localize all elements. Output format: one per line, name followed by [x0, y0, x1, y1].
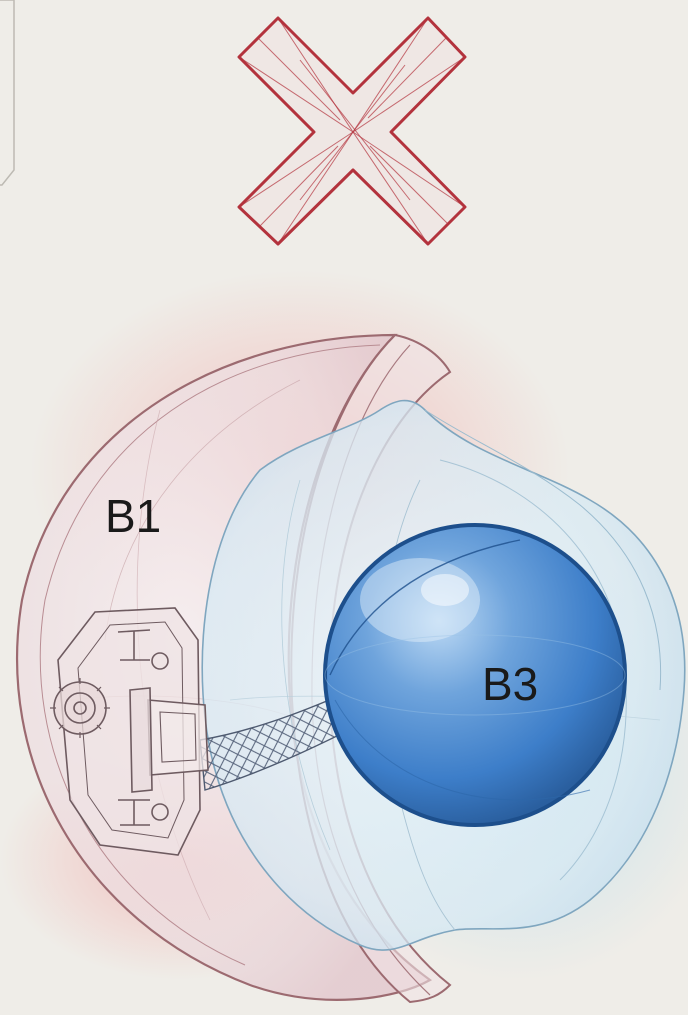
label-b1: B1 [105, 490, 161, 542]
label-b3: B3 [482, 658, 538, 710]
inner-sphere [325, 525, 625, 825]
left-edge-panel [0, 0, 14, 185]
cross-x-icon [239, 18, 465, 244]
